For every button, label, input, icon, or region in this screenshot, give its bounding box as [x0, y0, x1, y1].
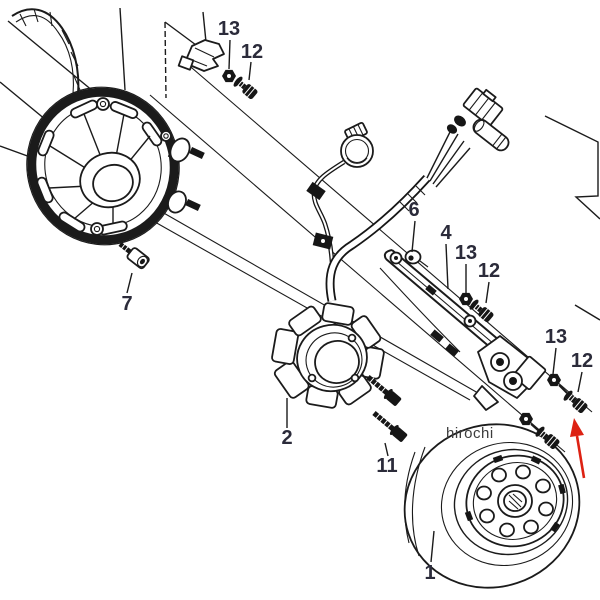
part-label-2: 2 [281, 427, 293, 449]
part-label-12-mid: 12 [477, 260, 501, 282]
wire-clamp-6 [404, 249, 429, 268]
stator-bolts-11 [366, 375, 408, 442]
flywheel-rotor [403, 423, 581, 589]
nut-13-right [547, 373, 561, 387]
connector-cylinder [472, 118, 510, 152]
break-lines [0, 7, 600, 453]
part-label-4: 4 [440, 222, 452, 244]
bolt-12-mid [469, 299, 494, 323]
nut-13-mid [459, 292, 473, 306]
stator [271, 302, 385, 409]
wire-harness [306, 87, 510, 302]
part-label-13-top: 13 [217, 18, 241, 40]
bolt-12-lower [535, 426, 560, 450]
part-label-6: 6 [408, 199, 420, 221]
bolt-12-right [563, 390, 588, 414]
nut-13-lower [519, 412, 533, 426]
flange-bolt-7 [118, 242, 150, 270]
part-label-12-right: 12 [570, 350, 594, 372]
part-label-1: 1 [424, 562, 436, 584]
part-label-12-top: 12 [240, 41, 264, 63]
pickup-coil-bracket [379, 249, 547, 411]
nut-13-top [222, 69, 236, 83]
part-label-13-right: 13 [544, 326, 568, 348]
part-label-7: 7 [121, 293, 133, 315]
bolt-12-top [233, 76, 258, 100]
backplate [26, 86, 205, 246]
wire-guide-bracket [177, 39, 225, 72]
leader-lines [126, 39, 583, 563]
connector-square [462, 87, 504, 127]
part-label-11: 11 [376, 455, 398, 477]
highlight-arrow [570, 418, 586, 479]
watermark-text: hirochi [446, 425, 494, 442]
part-label-13-mid: 13 [454, 242, 478, 264]
